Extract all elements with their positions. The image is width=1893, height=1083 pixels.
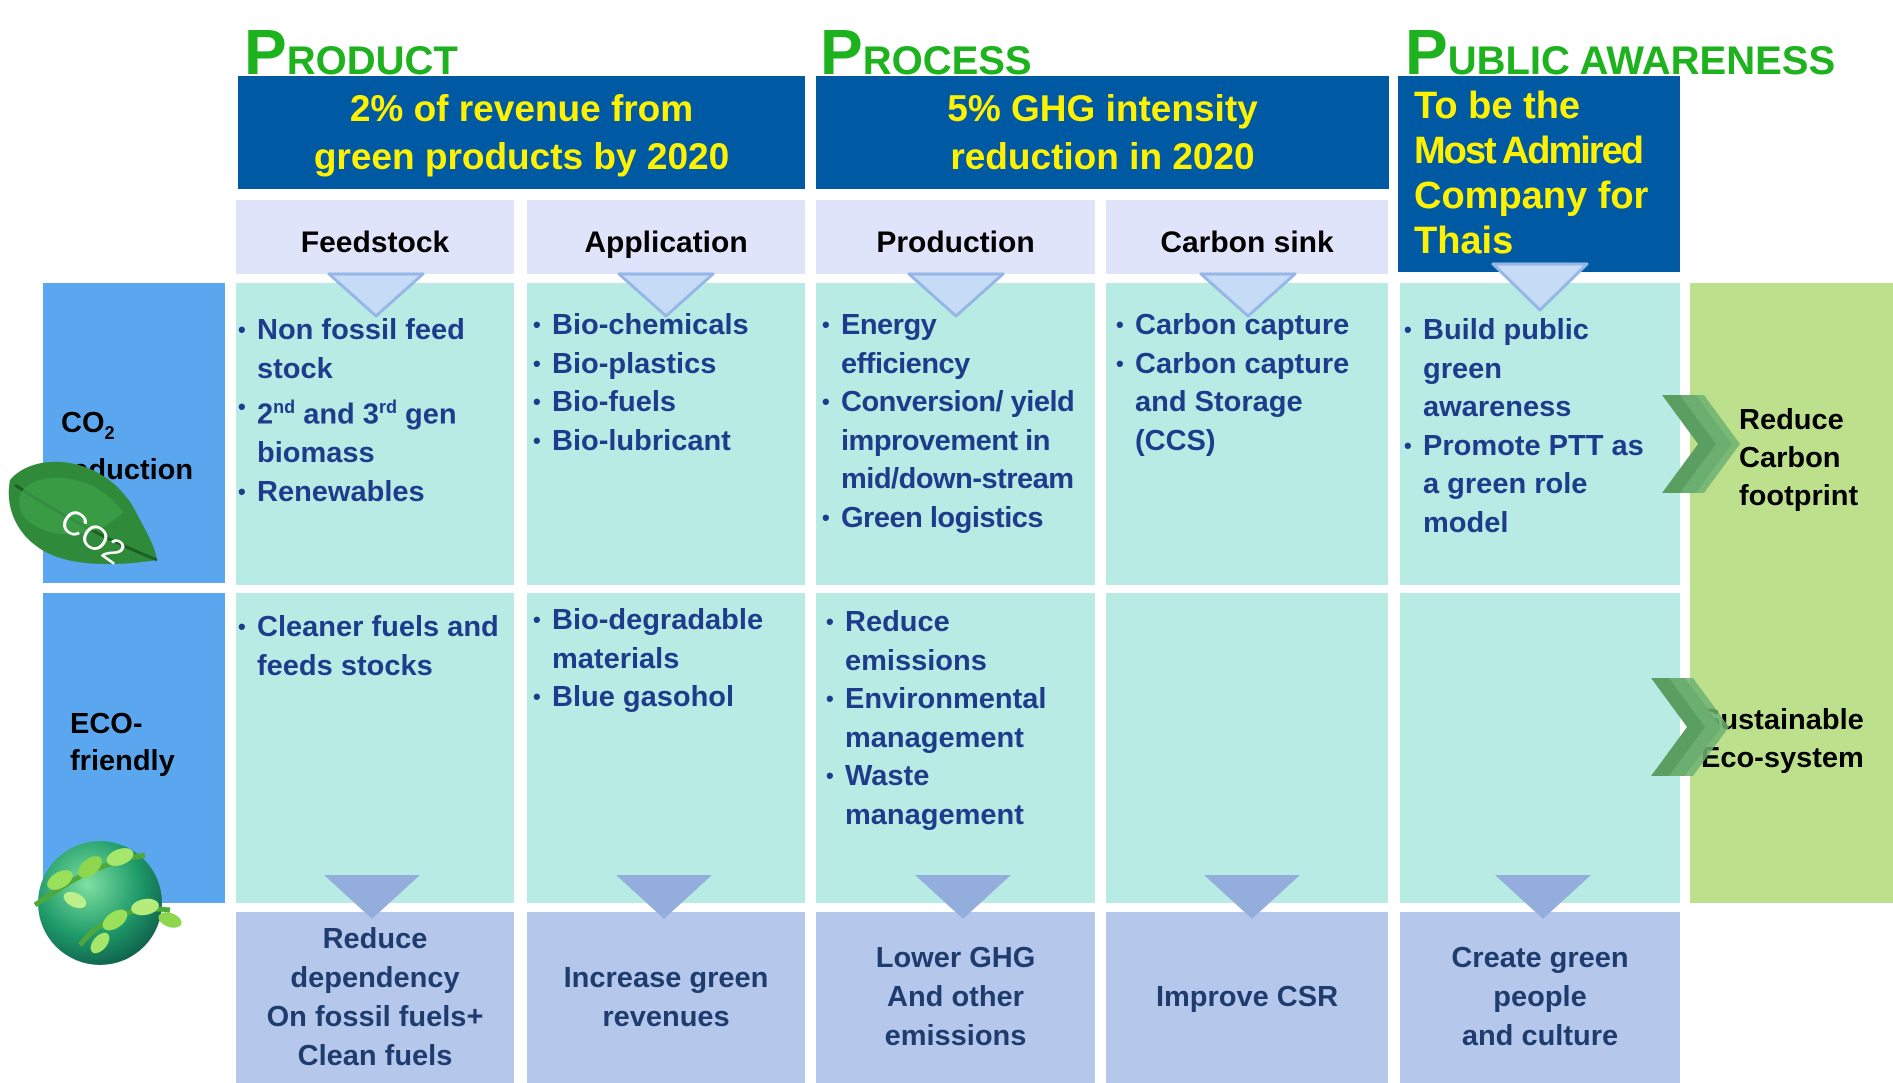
list-item: Bio-plastics xyxy=(533,345,799,384)
list-item: Renewables xyxy=(238,473,508,512)
list-item: Energy efficiency xyxy=(822,306,981,383)
list-co2-feedstock: Non fossil feed stock 2nd and 3rd gen bi… xyxy=(238,311,508,511)
list-item: Conversion/ yield improvement in mid/dow… xyxy=(822,383,1094,499)
cell-eco-public xyxy=(1400,593,1680,903)
eco-globe-icon xyxy=(33,841,182,965)
cell-co2-public: Build public green awareness Promote PTT… xyxy=(1400,283,1680,585)
subheader-application: Application xyxy=(527,200,805,274)
list-item: Build public green awareness xyxy=(1404,311,1603,427)
chevron-right-icon xyxy=(1662,395,1740,493)
public-awareness-title: PUBLIC AWARENESS xyxy=(1405,16,1836,88)
list-item: Environmental management xyxy=(826,680,1088,757)
chevron-down-icon xyxy=(616,875,712,919)
chevron-down-icon xyxy=(907,272,1005,318)
chevron-down-icon xyxy=(617,272,715,318)
cell-co2-carbon-sink: Carbon capture Carbon capture and Storag… xyxy=(1106,283,1388,585)
list-item: Promote PTT as a green role model xyxy=(1404,427,1664,543)
chevron-down-icon xyxy=(1495,875,1591,919)
subheader-feedstock: Feedstock xyxy=(236,200,514,274)
cell-co2-production: Energy efficiency Conversion/ yield impr… xyxy=(816,283,1095,585)
list-item: Cleaner fuels and feeds stocks xyxy=(238,608,514,685)
cell-eco-production: Reduce emissions Environmental managemen… xyxy=(816,593,1095,903)
chevron-down-icon xyxy=(1204,875,1300,919)
product-title: PRODUCT xyxy=(244,16,458,88)
chevron-down-icon xyxy=(1491,262,1589,312)
chevron-down-icon xyxy=(327,272,425,318)
list-item: Carbon capture and Storage (CCS) xyxy=(1116,345,1386,461)
list-co2-application: Bio-chemicals Bio-plastics Bio-fuels Bio… xyxy=(533,306,799,460)
list-item: Non fossil feed stock xyxy=(238,311,508,388)
list-item: Green logistics xyxy=(822,499,1094,538)
list-item: Bio-fuels xyxy=(533,383,799,422)
cell-co2-application: Bio-chemicals Bio-plastics Bio-fuels Bio… xyxy=(527,283,805,585)
list-item: Blue gasohol xyxy=(533,678,799,717)
list-eco-feedstock: Cleaner fuels and feeds stocks xyxy=(238,608,514,685)
list-item: Carbon capture xyxy=(1116,306,1386,345)
list-co2-production: Energy efficiency Conversion/ yield impr… xyxy=(822,306,1094,537)
cell-eco-feedstock: Cleaner fuels and feeds stocks xyxy=(236,593,514,903)
co2-leaf-icon: CO2 xyxy=(8,461,158,572)
list-item: Bio-chemicals xyxy=(533,306,799,345)
cell-eco-application: Bio-degradable materials Blue gasohol xyxy=(527,593,805,903)
chevron-right-icon xyxy=(1651,678,1729,776)
list-item: Waste management xyxy=(826,757,1088,834)
list-co2-carbon-sink: Carbon capture Carbon capture and Storag… xyxy=(1116,306,1386,460)
chevron-down-icon xyxy=(324,875,420,919)
outcome-carbon-sink: Improve CSR xyxy=(1106,912,1388,1083)
chevron-down-icon xyxy=(915,875,1011,919)
chevron-down-icon xyxy=(1199,272,1297,318)
process-title: PROCESS xyxy=(820,16,1032,88)
list-co2-public: Build public green awareness Promote PTT… xyxy=(1404,311,1664,542)
subheader-carbon-sink: Carbon sink xyxy=(1106,200,1388,274)
subheader-production: Production xyxy=(816,200,1095,274)
list-item: Reduce emissions xyxy=(826,603,995,680)
list-item: 2nd and 3rd gen biomass xyxy=(238,388,508,473)
results-column xyxy=(1690,283,1893,903)
list-eco-production: Reduce emissions Environmental managemen… xyxy=(826,603,1088,834)
list-item: Bio-lubricant xyxy=(533,422,799,461)
cell-co2-feedstock: Non fossil feed stock 2nd and 3rd gen bi… xyxy=(236,283,514,585)
cell-eco-carbon-sink xyxy=(1106,593,1388,903)
list-eco-application: Bio-degradable materials Blue gasohol xyxy=(533,601,799,717)
list-item: Bio-degradable materials xyxy=(533,601,799,678)
